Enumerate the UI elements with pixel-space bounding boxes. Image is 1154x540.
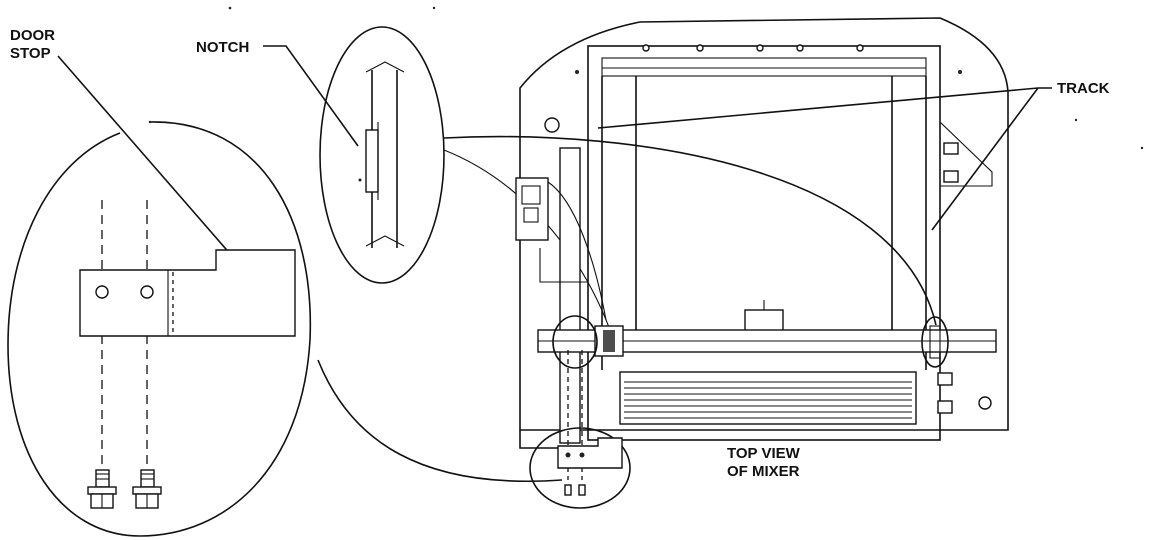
left-post xyxy=(559,147,581,444)
door-stop-detail xyxy=(7,121,312,537)
door-stop-detail-oval xyxy=(7,121,312,537)
notch-break-top xyxy=(365,61,405,73)
left-panel xyxy=(539,248,588,283)
door-stop-small-plate xyxy=(557,437,623,469)
bolt-2 xyxy=(132,469,162,509)
mixer-top-view xyxy=(515,17,1009,480)
door-stop-label-line1: DOOR xyxy=(10,27,55,44)
detail-to-doorstop-curve xyxy=(317,359,563,482)
bolt-1 xyxy=(87,469,117,509)
notch-break-bottom xyxy=(365,235,405,247)
door-stop-small-detail xyxy=(529,427,631,509)
door-stop-hole-1 xyxy=(95,285,109,299)
door-stop-small-oval xyxy=(529,427,631,509)
housing-hole-2 xyxy=(978,396,992,410)
right-fastener-2 xyxy=(943,170,959,183)
notch-label: NOTCH xyxy=(196,39,249,56)
notch-cutout xyxy=(365,129,379,193)
switch-cable xyxy=(547,181,607,321)
mixer-inner-frame xyxy=(587,45,941,441)
notch-leader xyxy=(263,45,359,147)
vent-grille xyxy=(619,371,917,425)
top-rail xyxy=(601,57,927,77)
center-hub xyxy=(744,309,784,333)
door-stop-label-line2: STOP xyxy=(10,45,51,62)
notch-detail-oval xyxy=(319,26,445,284)
mixer-housing xyxy=(519,17,1009,431)
right-bracket xyxy=(939,121,993,187)
track-leader-right xyxy=(931,87,1039,231)
leader-lines xyxy=(57,45,1052,257)
track-label: TRACK xyxy=(1057,80,1110,97)
door-stop-plate xyxy=(79,249,296,337)
top-view-label-line2: OF MIXER xyxy=(727,463,800,480)
notch-detail xyxy=(319,26,445,284)
vent-slats xyxy=(624,381,912,419)
top-view-label-line1: TOP VIEW xyxy=(727,445,801,462)
housing-hole-1 xyxy=(544,117,560,133)
door-stop-leader xyxy=(57,55,233,257)
switch-box xyxy=(515,177,549,241)
door-stop-callout-circle xyxy=(552,315,598,369)
track-leader-left xyxy=(597,87,1052,129)
right-fastener-1 xyxy=(943,142,959,155)
notch-to-track-curve xyxy=(443,135,937,326)
door-stop-hole-2 xyxy=(140,285,154,299)
notch-callout-circle xyxy=(921,316,949,368)
